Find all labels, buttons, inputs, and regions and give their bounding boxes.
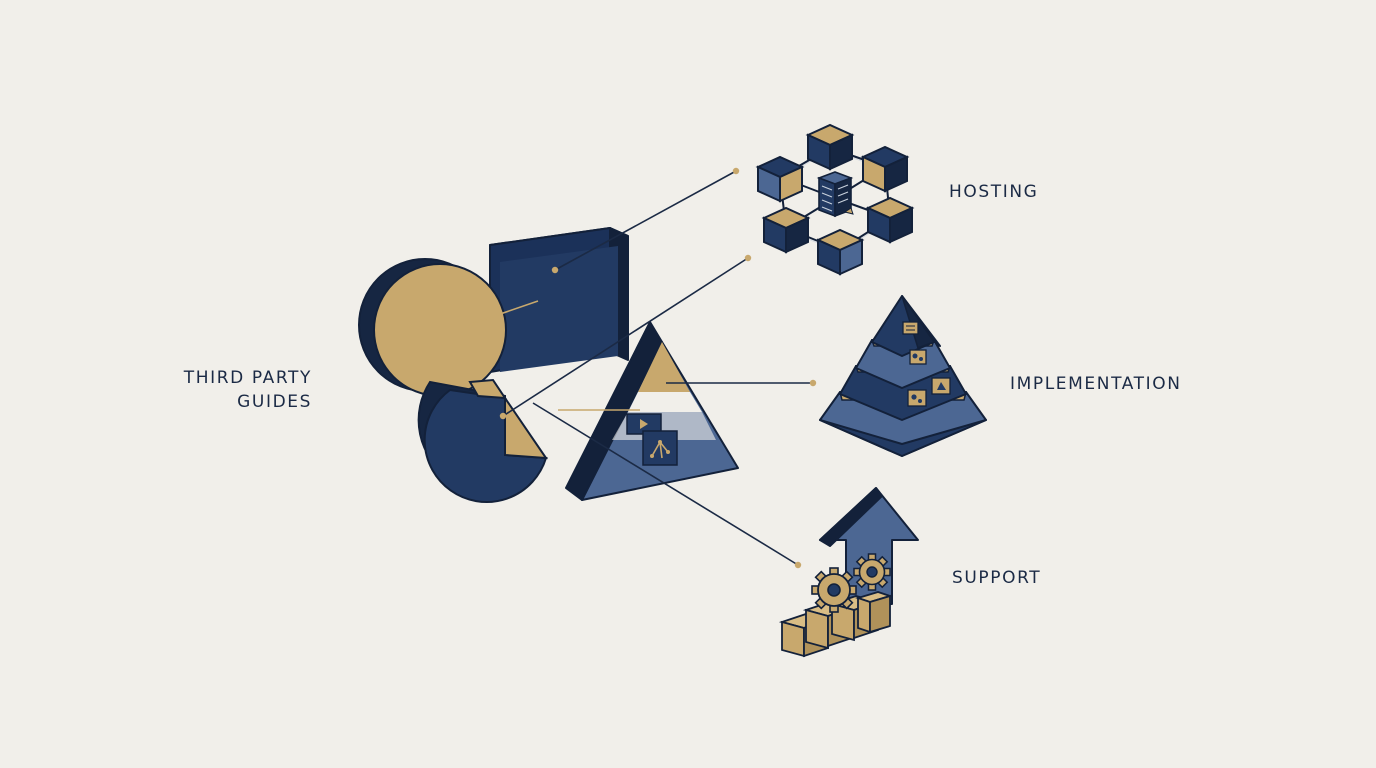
gear-icon-small: [853, 553, 891, 591]
network-cube-right-top: [860, 145, 910, 193]
server-network-icon: [755, 123, 915, 276]
leader-prism-start-dot: [499, 412, 507, 420]
leader-hosting-end-dot: [732, 167, 740, 175]
support-label: SUPPORT: [952, 568, 1042, 588]
leader-gold-disc: [473, 300, 539, 324]
navy-square-block: [489, 227, 629, 373]
leader-hosting-start-dot: [551, 266, 559, 274]
bar-block-4: [855, 591, 893, 634]
leader-prism-end-dot: [744, 254, 752, 262]
leader-prism: [502, 257, 749, 417]
third-party-label-line-1: THIRD PARTY: [183, 368, 312, 388]
server-stack: [816, 171, 854, 218]
implementation-label: IMPLEMENTATION: [1010, 374, 1182, 394]
layered-pyramid-icon: [819, 295, 987, 457]
leader-implementation-end-dot: [809, 379, 817, 387]
network-cube-left-top: [755, 155, 805, 203]
navy-pacman-disc: [417, 378, 548, 503]
triangle-prism: [565, 321, 739, 501]
network-cube-bottom: [815, 228, 865, 276]
third-party-label-line-2: GUIDES: [237, 392, 312, 412]
leader-lines: [473, 167, 817, 569]
hosting-label: HOSTING: [949, 182, 1039, 202]
leader-support: [532, 402, 799, 566]
gold-disc: [358, 258, 507, 397]
leader-support-end-dot: [794, 561, 802, 569]
overlapping-shapes-icon: [358, 227, 739, 503]
network-cube-left-bottom: [761, 206, 811, 254]
third-party-guides-label: THIRD PARTY GUIDES: [110, 366, 312, 414]
network-cube-right-bottom: [865, 196, 915, 244]
network-cube-top: [805, 123, 855, 171]
growth-arrow-gears-icon: [778, 487, 919, 658]
gear-icon-large: [811, 567, 857, 613]
leader-hosting: [554, 170, 737, 271]
